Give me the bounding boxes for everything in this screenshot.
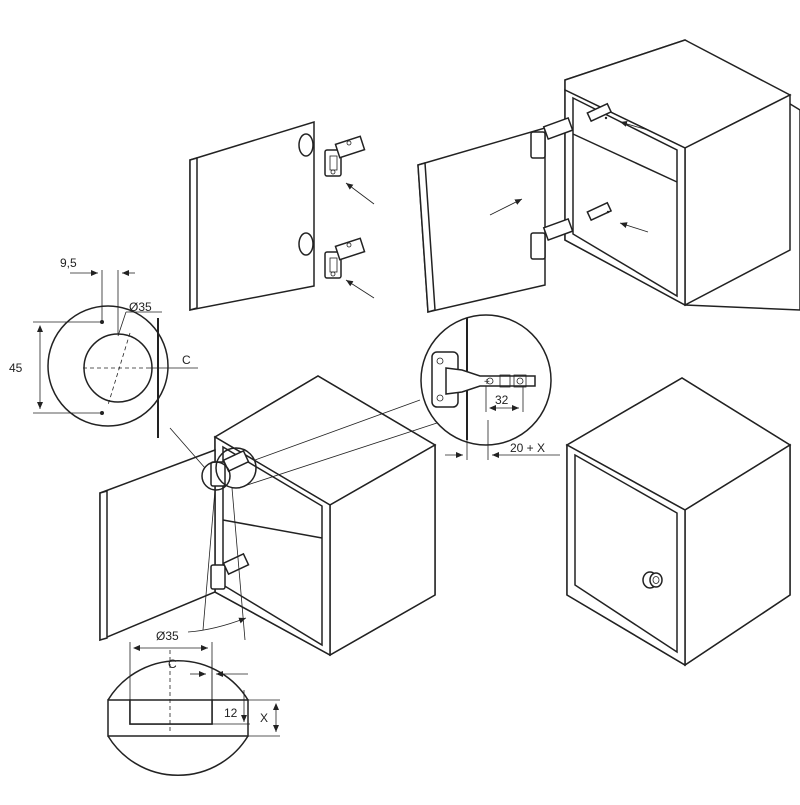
leader-bottom-2 bbox=[231, 487, 246, 641]
dim-spacing-45: 45 bbox=[9, 361, 23, 375]
leader-bottom bbox=[202, 489, 216, 631]
step2-mount-door-to-cabinet bbox=[417, 39, 800, 313]
hinge-step3-top bbox=[210, 449, 250, 487]
door3-panel bbox=[99, 448, 216, 642]
detail-hinge-plate: + 32 20 + X bbox=[420, 314, 560, 460]
detail-callout-circle-right bbox=[215, 447, 257, 489]
detail-callout-circle-left bbox=[201, 461, 231, 491]
dim-cup-diameter-top: Ø35 bbox=[129, 300, 152, 314]
cabinet3-opening bbox=[222, 445, 323, 647]
leader-top-left bbox=[169, 427, 206, 469]
dim-depth-12: 12 bbox=[224, 706, 238, 720]
dim-offset-9-5: 9,5 bbox=[60, 256, 77, 270]
door-panel bbox=[189, 120, 315, 311]
hinge-step2-top bbox=[530, 102, 613, 159]
door-edge bbox=[189, 157, 198, 311]
hinge-step3-bottom bbox=[210, 552, 250, 590]
door-panel-step2 bbox=[417, 127, 546, 313]
hinge-step2-bottom bbox=[530, 201, 613, 260]
hinge-bottom bbox=[324, 237, 366, 279]
door-swing-arrow bbox=[187, 617, 247, 633]
section-circle-arc-bottom bbox=[107, 735, 249, 776]
dim-c-bottom: C bbox=[168, 657, 177, 671]
step3-open-cabinet bbox=[99, 375, 441, 657]
hinge-top bbox=[324, 135, 366, 177]
door3-edge bbox=[99, 490, 108, 641]
cabinet4-door bbox=[574, 453, 678, 654]
detail-cup-hole-section: Ø35 C 12 X bbox=[107, 629, 280, 776]
leader-right-upper bbox=[254, 399, 421, 461]
dim-c-top: C bbox=[182, 353, 191, 367]
svg-text:+: + bbox=[484, 377, 490, 388]
section-cup-recess bbox=[129, 699, 213, 725]
dim-plate-32: 32 bbox=[495, 393, 509, 407]
dim-offset-20-x: 20 + X bbox=[510, 441, 545, 455]
cabinet-shelf bbox=[572, 133, 678, 183]
dim-cup-diameter-bottom: Ø35 bbox=[156, 629, 179, 643]
step1-door-with-hinges bbox=[189, 120, 375, 311]
dim-thickness-x: X bbox=[260, 711, 268, 725]
detail-circle-frame bbox=[47, 305, 169, 427]
detail-cup-hole-position: 9,5 Ø35 45 C bbox=[9, 256, 198, 438]
cabinet3-shelf bbox=[222, 519, 323, 539]
step4-closed-cabinet bbox=[565, 377, 792, 667]
leader-right-lower bbox=[237, 421, 441, 489]
hinge-arm bbox=[445, 367, 536, 395]
cabinet-opening bbox=[572, 96, 678, 298]
cup-hole-top bbox=[298, 133, 314, 157]
door-edge-step2 bbox=[417, 162, 436, 313]
cup-hole-bottom bbox=[298, 232, 314, 256]
door-knob bbox=[642, 571, 663, 589]
section-circle-arc-top bbox=[107, 660, 249, 701]
